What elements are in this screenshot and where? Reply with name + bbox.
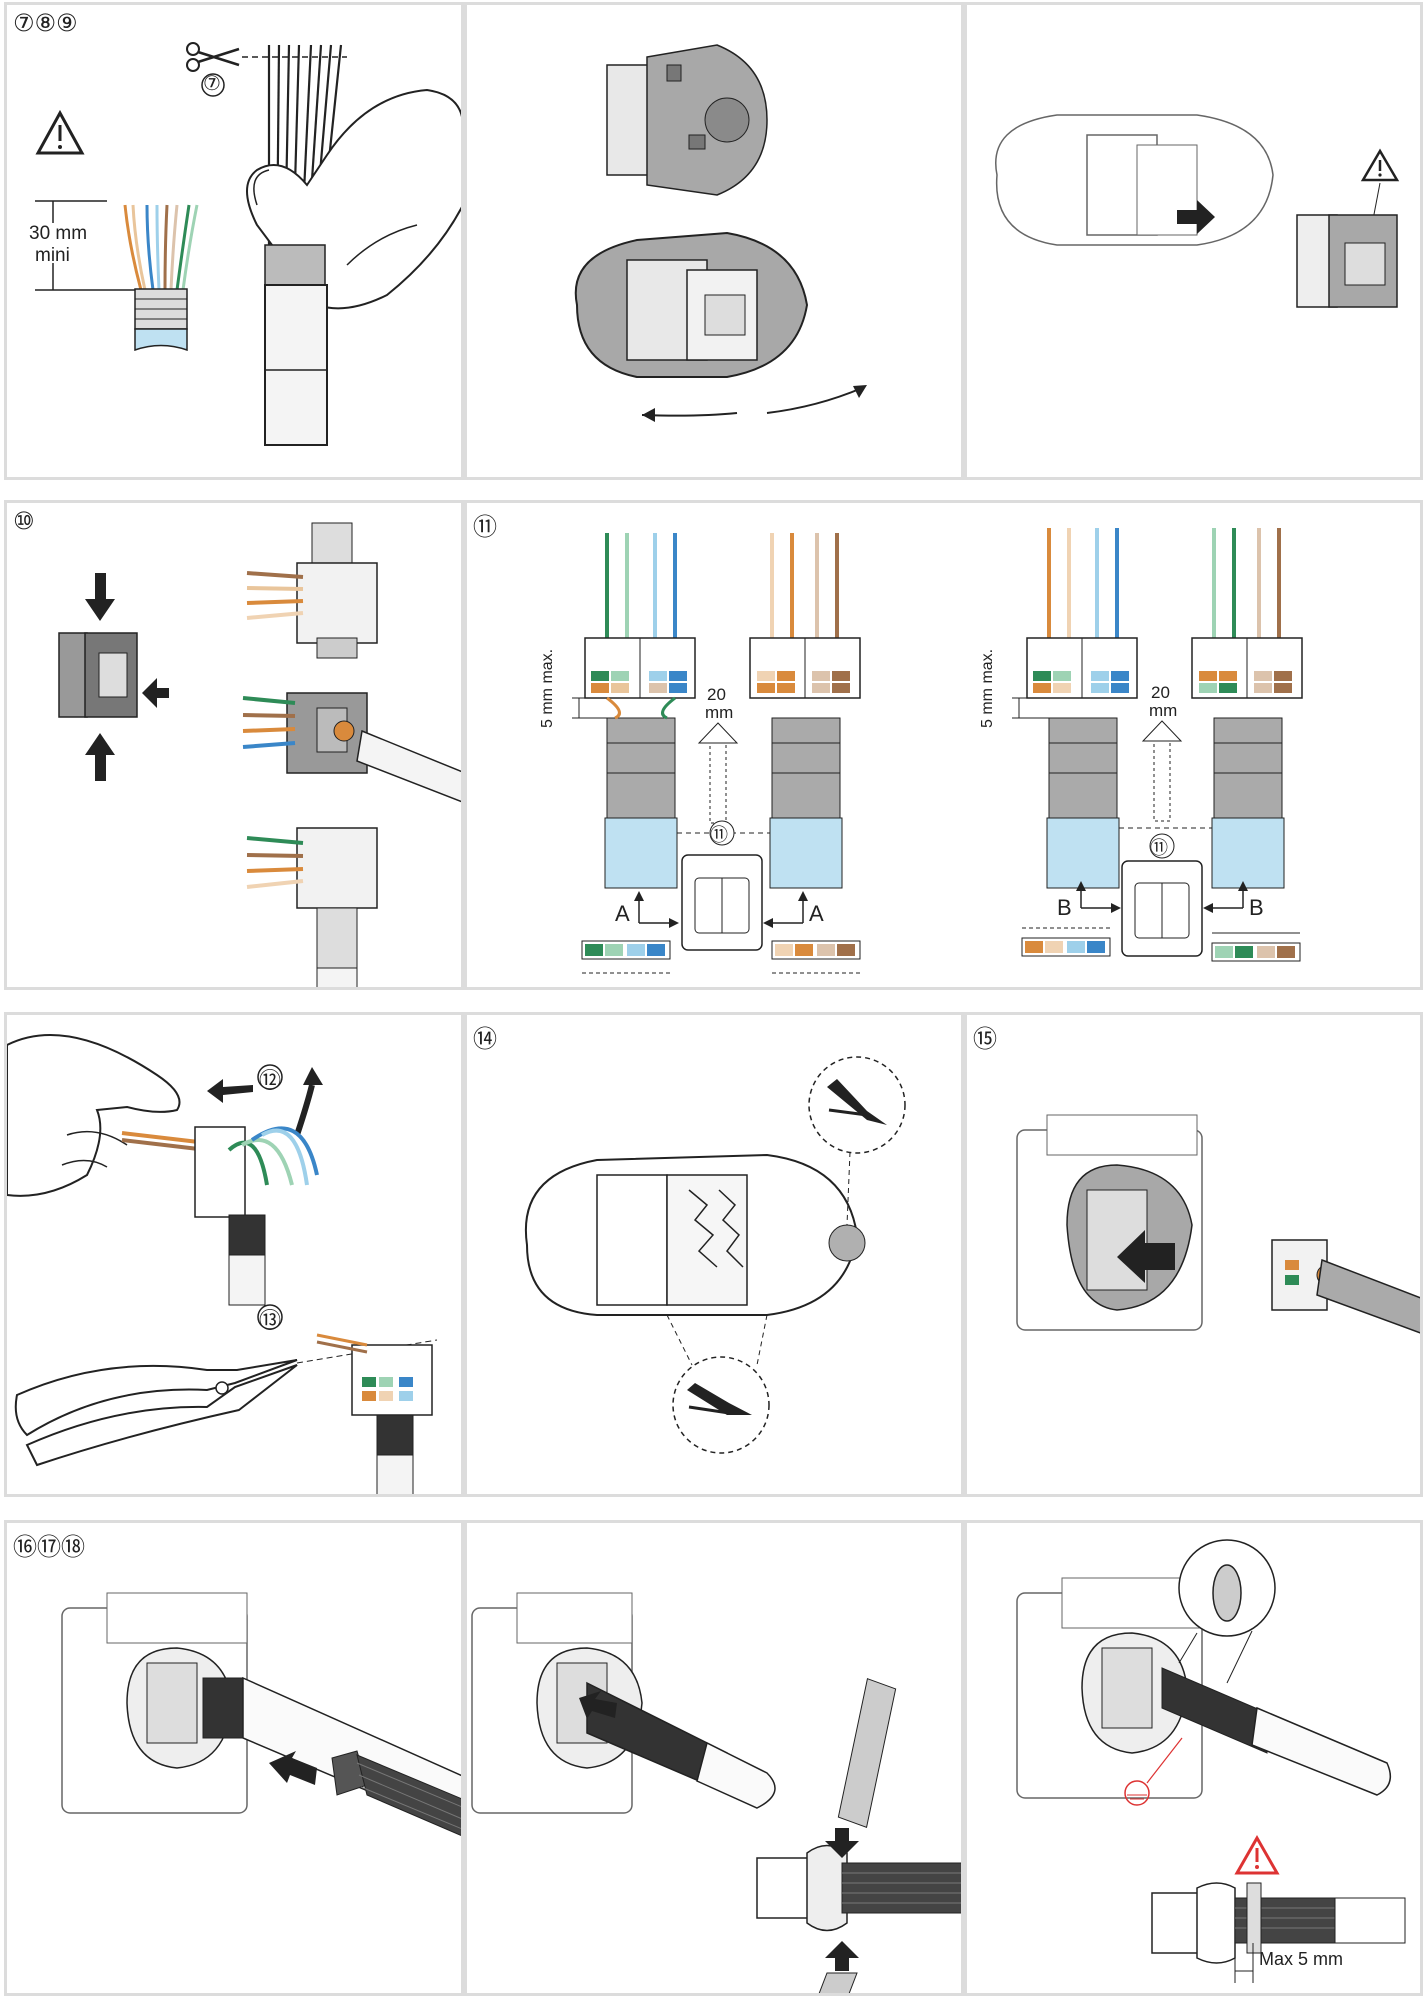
arrow-up-icon [85,733,115,781]
connector-into-box-illustration [574,44,867,422]
gap-label-left-2: mm [705,703,734,722]
max-strip-label-right: 5 mm max. [979,648,996,728]
arrow-left-icon [207,1079,253,1103]
max-strip-label-left: 5 mm max. [539,648,556,728]
mounting-box [574,231,809,378]
step-number-13: ⑬ [259,1309,282,1334]
wiring-diagram [572,528,1303,974]
letter-a-right: A [809,901,824,926]
panel-remove-connector [964,2,1423,480]
gap-label-left-1: 20 [707,685,726,704]
measure-label-mini: mini [35,245,70,266]
arrow-left-icon [1117,1230,1175,1283]
panel-insert-connector [464,2,964,480]
earth-icon [1124,1780,1150,1806]
step-number: ⑩ [13,507,35,535]
warning-icon [1360,148,1400,182]
arrow-down-icon [85,573,115,621]
step-number-12: ⑫ [259,1069,282,1094]
arrow-left-icon [142,678,169,708]
measure-label-30mm: 30 mm [29,223,88,244]
step-number: ⑭ [473,1025,497,1053]
pliers-icon [14,1359,298,1467]
panel-step-11: ⑪ [464,500,1423,990]
step-number: ⑪ [473,513,497,541]
gap-label-right-2: mm [1149,701,1178,720]
crimping-illustration [58,522,461,987]
step-number: ⑯⑰⑱ [13,1533,85,1561]
panel-step-16-17-18: ⑯⑰⑱ [4,1520,464,1996]
twisted-wires [123,204,199,291]
mount-into-frame-illustration [1016,1114,1420,1334]
cable-tie-illustration [1016,1539,1406,1983]
arrow-up-icon [825,1941,859,1971]
wiring-left-a [572,533,861,974]
step-number: ⑮ [973,1025,997,1053]
panel-cable-tie: Max 5 mm [964,1520,1423,1996]
keystone-module [606,44,768,196]
gap-label-right-1: 20 [1151,683,1170,702]
max-5mm-label: Max 5 mm [1259,1949,1344,1969]
warning-icon-red [1234,1834,1280,1875]
wired-connector-middle [242,692,461,803]
stripping-illustration [35,42,461,446]
wiring-right-b [1012,528,1303,962]
cut-step-number: ⑦ [203,71,221,95]
arrow-down-icon [825,1828,859,1858]
shield-crimp-illustration [471,1592,961,1993]
panel-step-15: ⑮ [964,1012,1423,1497]
curved-arrow-icon [303,1067,323,1085]
letter-a-left: A [615,901,630,926]
box-break-tabs-illustration [524,1056,906,1454]
letter-b-left: B [1057,895,1072,920]
slide-sleeve-illustration [61,1592,461,1836]
remove-connector-illustration [995,114,1400,308]
panel-step-7-8-9: ⑦⑧⑨ [4,2,464,480]
scissors-icon [186,42,240,72]
panel-slide-shield [464,1520,964,1996]
bend-and-cut-illustration [7,1034,438,1494]
arrow-left-icon [269,1751,317,1785]
cutter-icon [827,1079,887,1125]
connector-front [58,632,138,718]
panel-step-14: ⑭ [464,1012,964,1497]
letter-b-right: B [1249,895,1264,920]
panel-step-12-13: ⑫ ⑬ [4,1012,464,1497]
wired-connector-top [246,522,378,659]
inset-step-left: ⑪ [710,825,728,846]
cutter-icon-bottom [687,1383,752,1415]
wired-connector-bottom [246,827,378,987]
warning-icon [35,109,85,155]
inset-step-right: ⑪ [1150,838,1168,859]
panel-step-10: ⑩ [4,500,464,990]
arrow-left-icon [579,1691,617,1719]
step-number: ⑦⑧⑨ [13,9,78,37]
